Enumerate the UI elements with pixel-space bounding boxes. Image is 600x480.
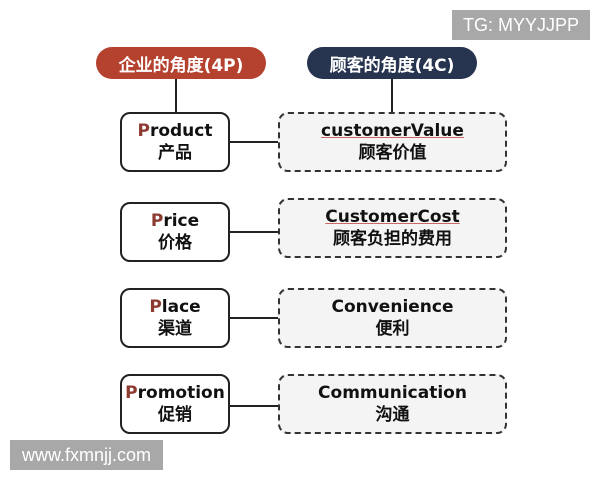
- initial-letter: P: [125, 383, 138, 403]
- box-customer-cost: CustomerCost 顾客负担的费用: [278, 198, 507, 258]
- label-cn: 顾客价值: [358, 143, 427, 163]
- box-place: Place 渠道: [120, 288, 230, 348]
- header-4c: 顾客的角度(4C): [307, 47, 477, 79]
- label-cn: 沟通: [375, 405, 410, 425]
- label-cn: 促销: [158, 405, 192, 425]
- initial-letter: P: [137, 121, 150, 141]
- box-communication: Communication 沟通: [278, 374, 507, 434]
- connector-row-4: [230, 405, 278, 407]
- label-cn: 顾客负担的费用: [333, 229, 452, 249]
- initial-letter: P: [149, 297, 162, 317]
- label-cn: 便利: [375, 319, 410, 339]
- label-en: roduct: [149, 121, 213, 141]
- connector-row-1: [230, 141, 278, 143]
- label-en: Communication: [318, 383, 467, 403]
- box-convenience: Convenience 便利: [278, 288, 507, 348]
- box-promotion: Promotion 促销: [120, 374, 230, 434]
- box-product: Product 产品: [120, 112, 230, 172]
- connector-row-3: [230, 317, 278, 319]
- connector-row-2: [230, 231, 278, 233]
- box-price: Price 价格: [120, 202, 230, 262]
- label-cn: 产品: [158, 143, 192, 163]
- header-4p: 企业的角度(4P): [96, 47, 266, 79]
- label-cn: 价格: [158, 233, 192, 253]
- watermark-site: www.fxmnjj.com: [10, 440, 163, 470]
- label-en: lace: [161, 297, 201, 317]
- box-customer-value: customerValue 顾客价值: [278, 112, 507, 172]
- label-en: customerValue: [321, 121, 464, 141]
- label-en: romotion: [137, 383, 225, 403]
- label-en: CustomerCost: [325, 207, 460, 227]
- connector-4c-vertical: [391, 79, 393, 113]
- watermark-tg: TG: MYYJJPP: [452, 10, 590, 40]
- connector-4p-vertical: [175, 79, 177, 113]
- label-en: Convenience: [331, 297, 454, 317]
- initial-letter: P: [150, 211, 164, 231]
- label-en: rice: [163, 211, 200, 231]
- label-cn: 渠道: [158, 319, 192, 339]
